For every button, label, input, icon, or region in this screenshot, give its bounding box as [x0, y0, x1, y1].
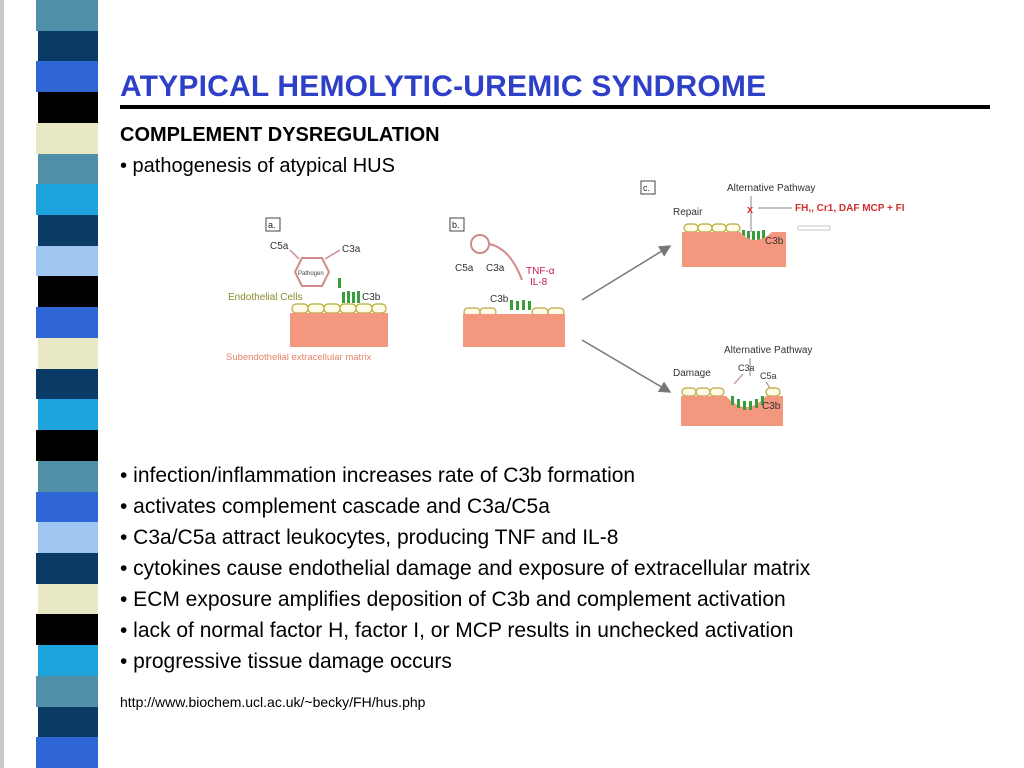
- arrow-to-repair: [581, 245, 672, 301]
- intro-bullet: • pathogenesis of atypical HUS: [120, 155, 395, 177]
- stripe-segment: [36, 122, 98, 154]
- stripe-segment: [38, 276, 98, 308]
- stripe-segment: [36, 307, 98, 338]
- panel-a-c3a-label: C3a: [342, 244, 361, 255]
- stripe-segment: [38, 522, 98, 553]
- panel-c-tag-box: [640, 180, 656, 195]
- stripe-segment: [36, 614, 98, 646]
- damage-c5a-label: C5a: [760, 371, 777, 381]
- stripe-segment: [36, 184, 98, 216]
- stripe-segment: [36, 61, 98, 93]
- stripe-segment: [36, 0, 98, 31]
- bullet-item: • ECM exposure amplifies deposition of C…: [120, 588, 786, 611]
- source-url: http://www.biochem.ucl.ac.uk/~becky/FH/h…: [120, 694, 426, 710]
- title-underline: [120, 105, 990, 109]
- damage-label: Damage: [673, 368, 711, 379]
- bullet-item: • progressive tissue damage occurs: [120, 650, 452, 673]
- slide-title: ATYPICAL HEMOLYTIC-UREMIC SYNDROME: [120, 70, 767, 103]
- alt-pathway-repair-label: Alternative Pathway: [727, 183, 815, 194]
- stripe-segment: [38, 153, 98, 185]
- panel-b-c3a-label: C3a: [486, 263, 505, 274]
- tnf-label: TNF-α: [526, 266, 555, 277]
- panel-a-c3b-deposits: [342, 291, 360, 303]
- repair-label: Repair: [673, 207, 703, 218]
- panel-a-tag-box: [265, 217, 281, 232]
- panel-a-c3b-label: C3b: [362, 292, 381, 303]
- panel-a-c5a-label: C5a: [270, 241, 289, 252]
- bullet-item: • C3a/C5a attract leukocytes, producing …: [120, 526, 619, 549]
- arrow-to-damage: [581, 339, 672, 393]
- stripe-segment: [38, 460, 98, 492]
- stripe-segment: [38, 645, 98, 676]
- panel-b-tissue: [463, 314, 565, 347]
- alt-pathway-damage-label: Alternative Pathway: [724, 345, 812, 356]
- stripe-segment: [38, 706, 98, 738]
- stripe-segment: [38, 583, 98, 615]
- stripe-segment: [38, 92, 98, 123]
- bullet-item: • lack of normal factor H, factor I, or …: [120, 619, 794, 642]
- subendothelial-matrix-label: Subendothelial extracellular matrix: [226, 352, 371, 363]
- damage-c3b-label: C3b: [762, 401, 781, 412]
- panel-c-tag: c.: [643, 183, 650, 193]
- panel-b-c3b-deposits: [510, 300, 531, 310]
- decorative-stripe-bar: [36, 0, 98, 768]
- panel-b-c3b-label: C3b: [490, 294, 509, 305]
- bullet-list: • infection/inflammation increases rate …: [120, 460, 810, 677]
- stripe-segment: [36, 737, 98, 768]
- inhibitor-factors-label: FH,, Cr1, DAF MCP + FI: [795, 203, 905, 214]
- damage-c3b-deposits: [731, 396, 764, 410]
- panel-b-tag: b.: [452, 220, 460, 230]
- panel-b-tag-box: [449, 217, 465, 232]
- bullet-item: • infection/inflammation increases rate …: [120, 464, 636, 487]
- damage-c3a-label: C3a: [738, 363, 755, 373]
- bullet-item: • cytokines cause endothelial damage and…: [120, 557, 811, 580]
- repair-c3b-label: C3b: [765, 236, 784, 247]
- pathogen-shape: [293, 257, 331, 287]
- stripe-segment: [38, 337, 98, 369]
- repair-tissue: [682, 232, 786, 267]
- pathogen-label: Pathogen: [298, 271, 324, 277]
- repair-endothelial-cells: [683, 223, 741, 233]
- stripe-segment: [36, 245, 98, 277]
- stripe-segment: [36, 491, 98, 523]
- repair-c3b-deposits: [742, 230, 765, 240]
- leukocyte-shape: [470, 234, 490, 254]
- stripe-segment: [36, 430, 98, 461]
- stripe-segment: [38, 399, 98, 431]
- panel-b-c5a-label: C5a: [455, 263, 474, 274]
- stripe-segment: [36, 675, 98, 707]
- panel-a-tissue: [290, 313, 388, 347]
- stripe-segment: [36, 368, 98, 400]
- panel-a-endothelial-cells: [291, 303, 387, 314]
- endothelial-cells-label: Endothelial Cells: [228, 292, 303, 303]
- stripe-segment: [38, 215, 98, 246]
- il8-label: IL-8: [530, 277, 548, 288]
- pathogenesis-figure: a. C5a C3a Pathogen Endothelial Cells C3…: [226, 180, 905, 426]
- panel-b: b. C5a C3a TNF-α IL-8 C3b: [449, 217, 565, 347]
- block-mark: x: [747, 204, 754, 216]
- panel-a: a. C5a C3a Pathogen Endothelial Cells C3…: [226, 217, 388, 363]
- stripe-segment: [36, 552, 98, 584]
- panel-a-tag: a.: [268, 220, 276, 230]
- stripe-segment: [38, 30, 98, 62]
- slide-edge-line: [0, 0, 4, 768]
- bullet-item: • activates complement cascade and C3a/C…: [120, 495, 550, 518]
- damage-endothelial-cells: [681, 387, 781, 397]
- section-heading: COMPLEMENT DYSREGULATION: [120, 124, 440, 146]
- panel-c: c. Alternative Pathway Repair x FH,, Cr1…: [640, 180, 905, 426]
